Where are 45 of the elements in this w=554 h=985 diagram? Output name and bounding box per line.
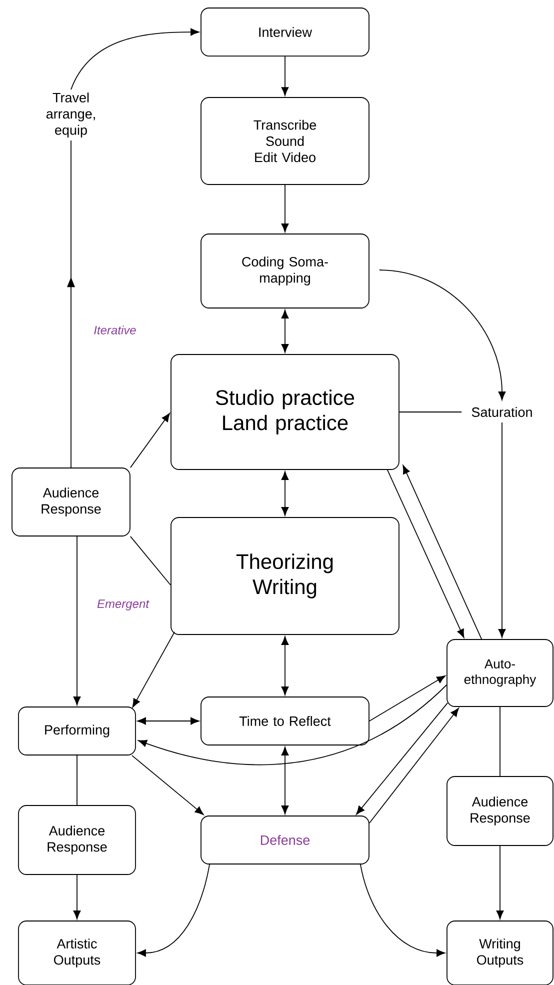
arrow <box>281 471 289 516</box>
annotation-label: Emergent <box>97 600 150 610</box>
arrow <box>138 684 447 766</box>
arrow <box>360 864 446 957</box>
arrow <box>137 864 210 957</box>
arrow <box>281 184 289 232</box>
arrow <box>67 140 75 468</box>
arrow <box>356 702 448 815</box>
annotation-label: Iterative <box>94 326 136 334</box>
connector-line <box>130 536 171 586</box>
arrow <box>73 536 81 706</box>
arrow <box>387 470 464 638</box>
arrow <box>281 636 289 696</box>
arrow <box>73 874 81 920</box>
arrow <box>130 412 170 468</box>
process-box: Performing <box>18 706 136 756</box>
arrow <box>70 28 200 90</box>
process-box: Time to Reflect <box>200 696 370 746</box>
arrow <box>281 310 289 353</box>
process-box: Defense <box>200 816 370 864</box>
arrow <box>498 422 506 638</box>
arrow <box>137 717 200 725</box>
process-box: Writing Outputs <box>446 920 554 985</box>
process-box: Theorizing Writing <box>170 517 400 635</box>
text-label: Saturation <box>472 407 532 417</box>
text-label: Travel arrange, equip <box>46 92 95 138</box>
arrow <box>496 846 504 920</box>
process-box: Coding Soma-mapping <box>200 234 370 308</box>
connector-line <box>76 755 78 806</box>
process-box: Auto-ethnography <box>446 639 554 707</box>
arrow <box>369 675 446 722</box>
process-box: Audience Response <box>446 776 554 846</box>
arrow <box>132 632 175 708</box>
process-box: Interview <box>200 8 370 56</box>
arrow <box>402 465 482 640</box>
arrow <box>281 746 289 814</box>
arrow <box>369 708 459 824</box>
process-box: Audience Response <box>12 468 130 536</box>
process-box: Audience Response <box>18 805 136 875</box>
arrow <box>281 56 289 96</box>
arrow <box>379 270 506 400</box>
process-box: Studio practice Land practice <box>170 354 400 470</box>
arrow <box>132 755 204 815</box>
process-box: Transcribe Sound Edit Video <box>200 97 370 185</box>
process-box: Artistic Outputs <box>18 920 136 985</box>
